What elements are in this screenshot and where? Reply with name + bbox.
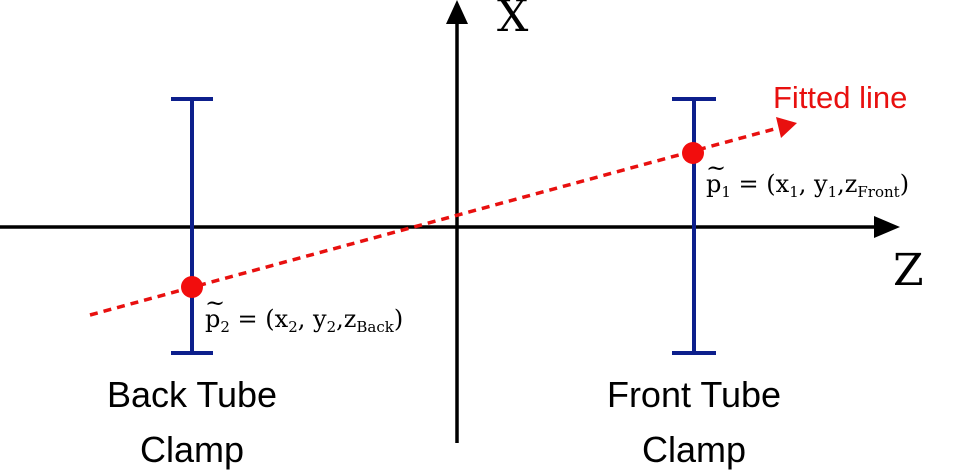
z-axis-arrowhead — [874, 216, 900, 238]
front-point-symbol: p — [706, 170, 721, 198]
front-point-close: ) — [900, 170, 909, 198]
front-clamp-caption-line1: Front Tube — [607, 374, 781, 415]
front-point-marker — [682, 142, 704, 164]
front-point-index: 1 — [721, 183, 731, 201]
z-axis-label: Z — [893, 245, 924, 296]
back-point-y-sub: 2 — [327, 318, 337, 336]
back-point-y: , y — [298, 305, 327, 333]
back-point-symbol: p — [205, 305, 220, 333]
fitted-line-dashed — [89, 126, 779, 317]
back-clamp-bar — [171, 97, 213, 355]
back-point-x-sub: 2 — [288, 318, 298, 336]
x-axis-label: X — [497, 0, 529, 42]
front-point-open: = (x — [731, 170, 790, 198]
back-clamp-caption-line1: Back Tube — [107, 374, 277, 415]
back-point-open: = (x — [230, 305, 289, 333]
back-point-z: ,z — [336, 305, 356, 333]
front-point-z-sub: Front — [857, 183, 899, 201]
fitted-line-label: Fitted line — [773, 80, 907, 115]
back-point-equation: p2 = (x2, y2,zBack) — [205, 305, 403, 336]
fitted-line-arrowhead — [776, 117, 797, 138]
back-clamp-caption-line2: Clamp — [140, 429, 244, 470]
back-point-tilde: ~ — [205, 289, 225, 317]
front-clamp-bar — [672, 97, 716, 355]
front-clamp-caption-line2: Clamp — [642, 429, 746, 470]
front-point-x-sub: 1 — [789, 183, 799, 201]
back-point-marker — [181, 276, 203, 298]
front-point-tilde: ~ — [706, 154, 726, 182]
front-point-y: , y — [799, 170, 828, 198]
back-point-index: 2 — [220, 318, 230, 336]
back-point-close: ) — [394, 305, 403, 333]
back-point-z-sub: Back — [356, 318, 394, 336]
front-point-y-sub: 1 — [828, 183, 838, 201]
x-axis-arrowhead — [446, 0, 468, 24]
front-point-z: ,z — [837, 170, 857, 198]
front-point-equation: p1 = (x1, y1,zFront) — [706, 170, 909, 201]
